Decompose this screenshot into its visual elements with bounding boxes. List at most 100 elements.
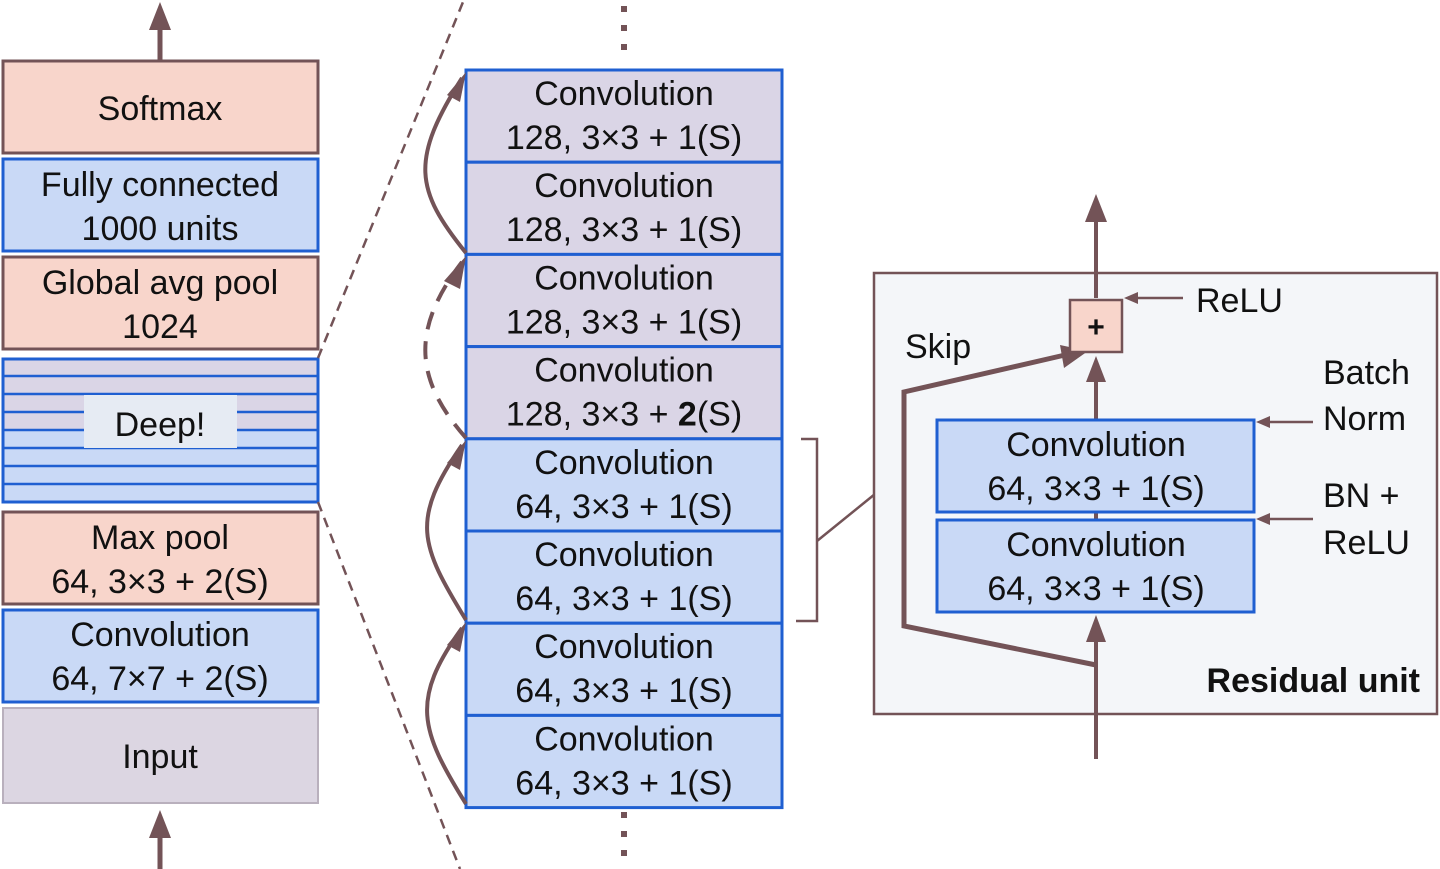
layer-fully-connected: Fully connected 1000 units (1, 157, 320, 253)
middle-layer: Convolution 64, 3×3 + 1(S) (464, 437, 784, 533)
layer-fully-connected-line2: 1000 units (82, 210, 239, 248)
bn-relu-pointer (1256, 513, 1313, 525)
middle-layer-box (464, 160, 784, 256)
layer-deep-label: Deep! (115, 406, 206, 444)
middle-layer: Convolution 128, 3×3 + 1(S) (464, 68, 784, 164)
residual-input-arrow (1086, 615, 1106, 759)
params-stride: 2 (678, 396, 697, 434)
layer-global-avg-pool: Global avg pool 1024 (1, 255, 320, 351)
batch-norm-label-line1: Batch (1323, 354, 1410, 392)
params-stride: 1 (668, 488, 687, 526)
residual-conv-1-title: Convolution (1006, 426, 1186, 464)
middle-layer-params: 128, 3×3 + 1(S) (506, 303, 742, 341)
params-prefix: 64, 3×3 + (515, 580, 668, 618)
middle-layer-params: 64, 3×3 + 1(S) (515, 764, 732, 802)
middle-layer-params: 64, 3×3 + 1(S) (515, 488, 732, 526)
params-suffix: (S) (697, 211, 742, 249)
middle-layer-box (464, 68, 784, 164)
params-stride: 1 (668, 764, 687, 802)
zoom-guide-lines (316, 1, 465, 869)
layer-input-label: Input (122, 738, 198, 776)
middle-layer: Convolution 64, 3×3 + 1(S) (464, 529, 784, 625)
params-suffix: (S) (687, 764, 732, 802)
middle-layer: Convolution 128, 3×3 + 1(S) (464, 252, 784, 349)
batch-norm-pointer (1256, 416, 1313, 428)
middle-layer-title: Convolution (534, 444, 714, 482)
residual-conv-2-params: 64, 3×3 + 1(S) (987, 570, 1204, 608)
middle-layer-params: 64, 3×3 + 1(S) (515, 580, 732, 618)
continuation-dots-bottom (621, 812, 627, 856)
residual-conv-1: Convolution 64, 3×3 + 1(S) (935, 418, 1256, 514)
params-stride: 1 (668, 580, 687, 618)
params-stride: 1 (678, 119, 697, 157)
params-stride: 1 (678, 211, 697, 249)
middle-layer: Convolution 128, 3×3 + 1(S) (464, 160, 784, 256)
layer-softmax: Softmax (1, 59, 320, 155)
bn-relu-label-line2: ReLU (1323, 524, 1410, 562)
residual-unit: Skip + ReLU Convolution 64, 3×3 + 1(S) C… (872, 194, 1439, 759)
left-stack: Softmax Fully connected 1000 units Globa… (1, 2, 320, 869)
params-suffix: (S) (687, 488, 732, 526)
add-node: + (1068, 298, 1124, 354)
skip-label: Skip (905, 328, 971, 366)
middle-layer-box (464, 713, 784, 810)
layer-deep: Deep! (1, 357, 320, 504)
middle-layer-params: 128, 3×3 + 1(S) (506, 119, 742, 157)
layer-convolution-line1: Convolution (70, 616, 250, 654)
layer-convolution-line2: 64, 7×7 + 2(S) (51, 660, 268, 698)
skip-connections (423, 76, 468, 806)
residual-conv-2: Convolution 64, 3×3 + 1(S) (935, 518, 1256, 614)
middle-layer-params: 64, 3×3 + 1(S) (515, 672, 732, 710)
residual-bracket (796, 437, 876, 623)
middle-layer-title: Convolution (534, 720, 714, 758)
params-prefix: 64, 3×3 + (515, 488, 668, 526)
params-suffix: (S) (697, 303, 742, 341)
params-suffix: (S) (687, 672, 732, 710)
params-stride: 1 (678, 303, 697, 341)
middle-layer-title: Convolution (534, 75, 714, 113)
middle-layer-box (464, 621, 784, 717)
layer-max-pool: Max pool 64, 3×3 + 2(S) (1, 510, 320, 606)
output-arrow (149, 2, 171, 60)
layer-fully-connected-line1: Fully connected (41, 166, 279, 204)
layer-input: Input (2, 707, 319, 804)
params-suffix: (S) (687, 580, 732, 618)
middle-layer-title: Convolution (534, 167, 714, 205)
middle-layer-params: 128, 3×3 + 2(S) (506, 396, 742, 434)
params-prefix: 64, 3×3 + (515, 672, 668, 710)
layer-global-avg-pool-line1: Global avg pool (42, 264, 278, 302)
middle-layer-title: Convolution (534, 628, 714, 666)
layer-convolution: Convolution 64, 7×7 + 2(S) (1, 608, 320, 704)
params-prefix: 128, 3×3 + (506, 303, 678, 341)
layer-global-avg-pool-line2: 1024 (122, 308, 198, 346)
relu-pointer (1124, 292, 1183, 304)
skip-arrowheads (444, 72, 466, 652)
params-prefix: 128, 3×3 + (506, 396, 678, 434)
params-stride: 1 (668, 672, 687, 710)
params-prefix: 128, 3×3 + (506, 211, 678, 249)
residual-output-arrow (1085, 194, 1107, 298)
params-prefix: 128, 3×3 + (506, 119, 678, 157)
middle-layer-box (464, 437, 784, 533)
continuation-dots-top (621, 6, 627, 50)
middle-layer-params: 128, 3×3 + 1(S) (506, 211, 742, 249)
skip-arc-2 (425, 443, 468, 622)
residual-conv-2-title: Convolution (1006, 526, 1186, 564)
skip-arc-dashed (423, 260, 468, 440)
relu-label: ReLU (1196, 282, 1283, 320)
params-prefix: 64, 3×3 + (515, 764, 668, 802)
conv-to-add-arrow (1086, 356, 1106, 420)
middle-layer: Convolution 64, 3×3 + 1(S) (464, 713, 784, 810)
batch-norm-label-line2: Norm (1323, 400, 1406, 438)
add-symbol: + (1087, 311, 1105, 344)
middle-layer-title: Convolution (534, 259, 714, 297)
residual-conv-1-params: 64, 3×3 + 1(S) (987, 470, 1204, 508)
middle-layer-box (464, 252, 784, 349)
middle-layer-title: Convolution (534, 536, 714, 574)
skip-arc-1 (425, 626, 468, 806)
input-arrow (149, 810, 171, 869)
skip-arc-3 (423, 76, 468, 255)
middle-layer-box (464, 529, 784, 625)
